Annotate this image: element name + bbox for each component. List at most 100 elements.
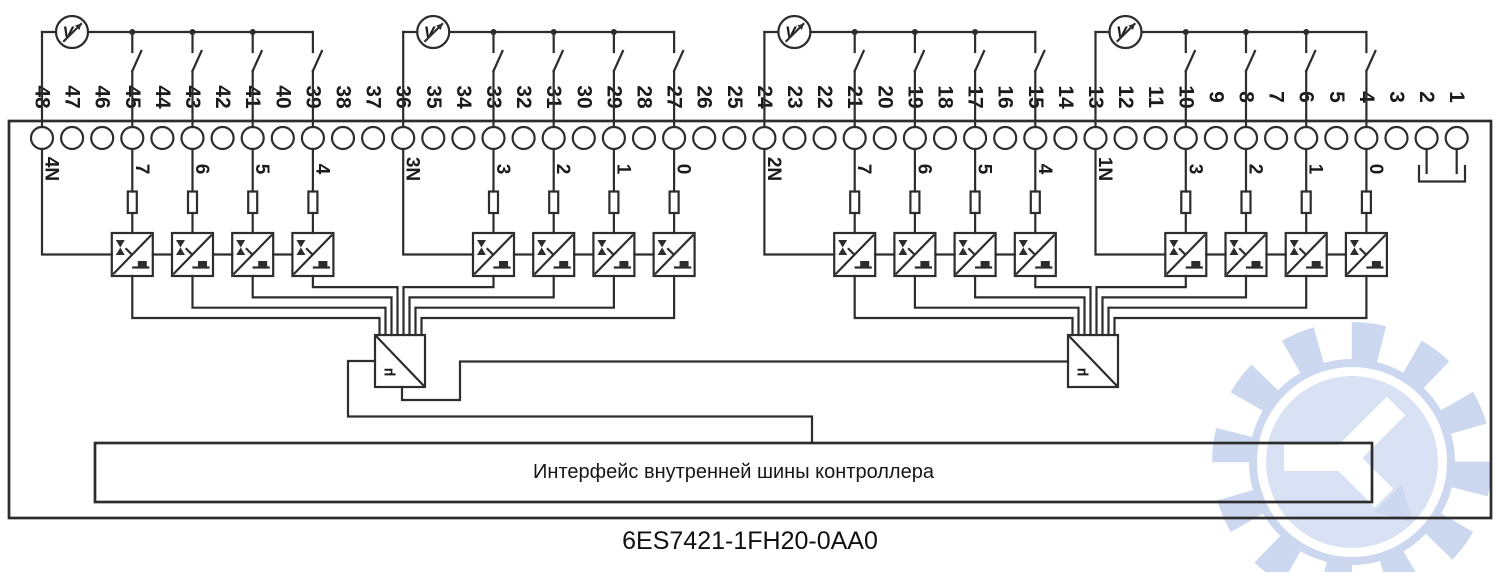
led-icon (176, 247, 185, 255)
terminal-number: 18 (934, 85, 957, 109)
terminal-circle (1354, 125, 1379, 151)
resistor (608, 190, 620, 215)
switch-blade (1364, 49, 1377, 73)
channel-label: 0 (1365, 164, 1386, 175)
terminal-circle (1173, 125, 1198, 151)
terminal-circle (932, 125, 958, 151)
jumper-bracket (1417, 164, 1467, 183)
watermark-gear-logo (1212, 322, 1492, 572)
opto-output (1107, 274, 1308, 337)
terminal-circle (361, 125, 386, 151)
phototransistor-icon (1191, 261, 1201, 268)
switch-blade (1033, 49, 1046, 73)
led-icon (176, 240, 185, 248)
terminal-number: 47 (61, 85, 84, 108)
terminal-number: 35 (422, 85, 445, 109)
terminal-number: 23 (783, 85, 806, 108)
phototransistor-icon (1251, 261, 1261, 268)
opto-output (251, 274, 393, 337)
neutral-feed (40, 147, 113, 256)
voltage-source-arrowhead (436, 23, 443, 30)
terminal-number: 12 (1114, 85, 1137, 108)
terminal-circle (782, 125, 807, 151)
led-icon (1018, 240, 1028, 248)
terminal-number: 44 (151, 85, 174, 109)
switch-blade (311, 49, 324, 73)
terminal-circle (1324, 125, 1349, 151)
terminal-circle (631, 125, 657, 151)
led-icon (1289, 240, 1299, 248)
switch-blade (612, 49, 625, 73)
opto-output (402, 274, 495, 337)
led-icon (1349, 240, 1359, 248)
neutral-label: 4N (41, 157, 62, 181)
terminal-number: 42 (211, 85, 234, 108)
terminal-circle (1143, 125, 1168, 151)
switch-blade (251, 49, 264, 73)
converter-diagonal (374, 334, 426, 388)
phototransistor-icon (559, 261, 569, 268)
switch-blade (492, 49, 504, 73)
led-ray (305, 247, 314, 256)
terminal-number: 38 (332, 85, 355, 109)
led-ray (1358, 247, 1367, 256)
led-icon (657, 247, 667, 255)
terminal-circle (1023, 125, 1048, 151)
terminal-circle (451, 125, 476, 151)
led-ray (907, 247, 916, 256)
terminal-number: 30 (572, 85, 595, 108)
led-icon (1169, 247, 1179, 255)
channel-label: 5 (974, 164, 995, 175)
led-icon (1289, 247, 1299, 255)
neutral-label: 2N (763, 157, 784, 181)
phototransistor-icon (980, 261, 990, 268)
opto-output (853, 274, 1074, 337)
terminal-circle (993, 125, 1018, 151)
terminal-circle (150, 125, 175, 151)
neutral-feed (402, 147, 475, 256)
opto-output (913, 274, 1080, 337)
terminal-circle (571, 125, 596, 151)
terminal-number: 1 (1445, 91, 1468, 103)
switch-blade (1244, 49, 1257, 73)
voltage-source-letter: V (785, 25, 797, 42)
terminal-circle (1083, 125, 1108, 151)
voltage-source-arrowhead (797, 23, 804, 30)
led-icon (115, 240, 125, 248)
terminal-circle (300, 125, 325, 151)
terminal-number: 32 (512, 85, 535, 108)
opto-output (311, 274, 399, 337)
terminal-circle (812, 125, 837, 151)
converter-diagonal (1067, 334, 1119, 388)
led-ray (1238, 247, 1247, 256)
micro-symbol: µ (380, 368, 397, 377)
led-icon (958, 240, 968, 248)
neutral-feed (763, 147, 836, 256)
terminal-circle (240, 125, 265, 151)
resistor (1180, 190, 1192, 215)
opto-output (131, 274, 381, 337)
led-icon (1018, 247, 1028, 255)
k-arrowhead (1374, 484, 1412, 522)
switch-blade (973, 49, 986, 73)
terminal-circle (1233, 125, 1259, 151)
terminal-circle (330, 125, 356, 151)
opto-output (1113, 274, 1368, 337)
neutral-feed (1094, 147, 1167, 256)
channel-label: 4 (311, 164, 332, 175)
switch-blade (552, 49, 565, 73)
terminal-number: 7 (1265, 91, 1288, 103)
phototransistor-icon (860, 261, 870, 268)
terminal-circle (120, 125, 145, 151)
led-icon (1229, 240, 1239, 248)
resistor (849, 190, 861, 215)
converter-bus-link (346, 359, 814, 444)
terminal-circle (1444, 125, 1469, 151)
led-icon (537, 247, 547, 255)
led-icon (657, 240, 667, 248)
opto-output (408, 274, 555, 337)
led-icon (1229, 247, 1239, 255)
led-icon (477, 247, 486, 255)
terminal-circle (601, 125, 627, 151)
